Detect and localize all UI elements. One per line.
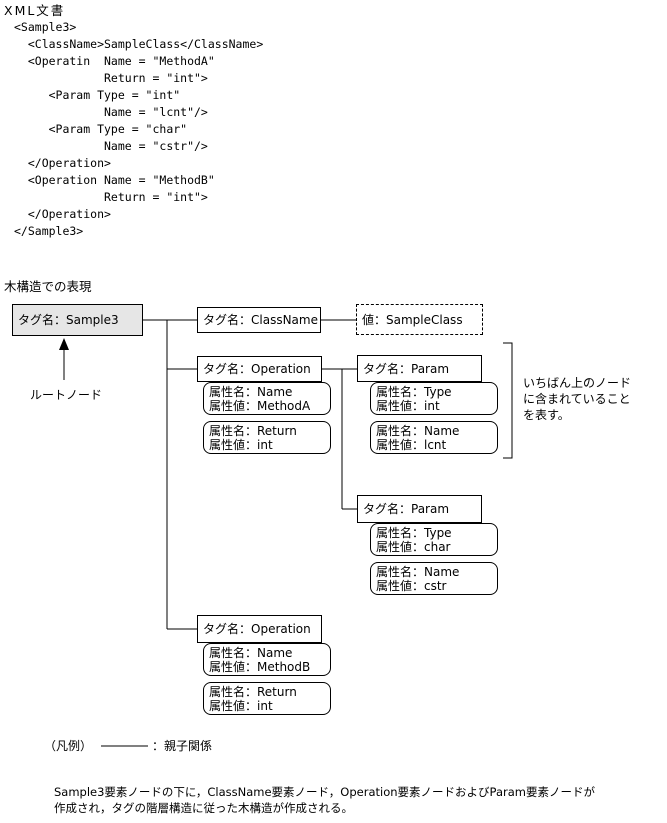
legend-label: ：親子関係 <box>152 739 213 753</box>
attribute-value: 属性値：int <box>376 399 440 413</box>
attribute-group: 属性名：Return 属性値：int <box>203 421 331 454</box>
xml-line: <Operatin Name = "MethodA" <box>14 54 215 68</box>
attribute-name: 属性名：Name <box>376 565 460 579</box>
xml-line: </Sample3> <box>14 224 84 238</box>
tree-heading: 木構造での表現 <box>4 279 92 294</box>
xml-heading: XML文書 <box>4 3 66 18</box>
xml-line: <ClassName>SampleClass</ClassName> <box>14 37 264 51</box>
attribute-name: 属性名：Return <box>209 685 297 699</box>
xml-line: <Sample3> <box>14 20 77 34</box>
attribute-name: 属性名：Name <box>209 385 293 399</box>
classname-node: タグ名：ClassName <box>197 307 321 333</box>
operation-a-node: タグ名：Operation <box>197 356 322 382</box>
note-line: に含まれていること <box>523 392 631 406</box>
xml-line: <Param Type = "int" <box>14 88 181 102</box>
attribute-name: 属性名：Name <box>209 646 293 660</box>
xml-line: Return = "int"> <box>14 190 208 204</box>
param-2-node: タグ名：Param <box>357 495 482 523</box>
root-node: タグ名：Sample3 <box>12 304 143 336</box>
attribute-value: 属性値：int <box>209 699 273 713</box>
attribute-value: 属性値：char <box>376 540 451 554</box>
root-arrow-head <box>59 338 69 350</box>
operation-b-node: タグ名：Operation <box>197 615 322 643</box>
attribute-value: 属性値：cstr <box>376 579 447 593</box>
note-line: を表す。 <box>523 408 570 422</box>
xml-line: <Operation Name = "MethodB" <box>14 173 215 187</box>
value-node: 値：SampleClass <box>356 304 483 335</box>
attribute-group: 属性名：Type 属性値：int <box>370 382 498 415</box>
attribute-value: 属性値：MethodB <box>209 660 311 674</box>
attribute-name: 属性名：Name <box>376 424 460 438</box>
xml-line: <Param Type = "char" <box>14 122 188 136</box>
root-caption: ルートノード <box>30 388 103 402</box>
attribute-name: 属性名：Return <box>209 424 297 438</box>
note-line: いちばん上のノード <box>523 376 632 390</box>
attribute-name: 属性名：Type <box>376 385 452 399</box>
attribute-value: 属性値：int <box>209 438 273 452</box>
attribute-group: 属性名：Name 属性値：MethodB <box>203 643 331 676</box>
footer-line-2: 作成され，タグの階層構造に従った木構造が作成される。 <box>54 801 353 815</box>
xml-line: Name = "lcnt"/> <box>14 105 208 119</box>
attribute-group: 属性名：Type 属性値：char <box>370 523 498 556</box>
attribute-group: 属性名：Name 属性値：cstr <box>370 562 498 595</box>
xml-line: </Operation> <box>14 207 111 221</box>
xml-line: </Operation> <box>14 156 111 170</box>
attribute-group: 属性名：Name 属性値：lcnt <box>370 421 498 454</box>
xml-line: Return = "int"> <box>14 71 208 85</box>
attribute-value: 属性値：MethodA <box>209 399 311 413</box>
attribute-value: 属性値：lcnt <box>376 438 447 452</box>
param-1-node: タグ名：Param <box>357 355 482 382</box>
xml-line: Name = "cstr"/> <box>14 139 208 153</box>
footer-line-1: Sample3要素ノードの下に，ClassName要素ノード，Operation… <box>54 785 595 799</box>
attribute-group: 属性名：Name 属性値：MethodA <box>203 382 331 415</box>
attribute-group: 属性名：Return 属性値：int <box>203 682 331 715</box>
attribute-name: 属性名：Type <box>376 526 452 540</box>
legend-open: （凡例） <box>44 739 93 753</box>
